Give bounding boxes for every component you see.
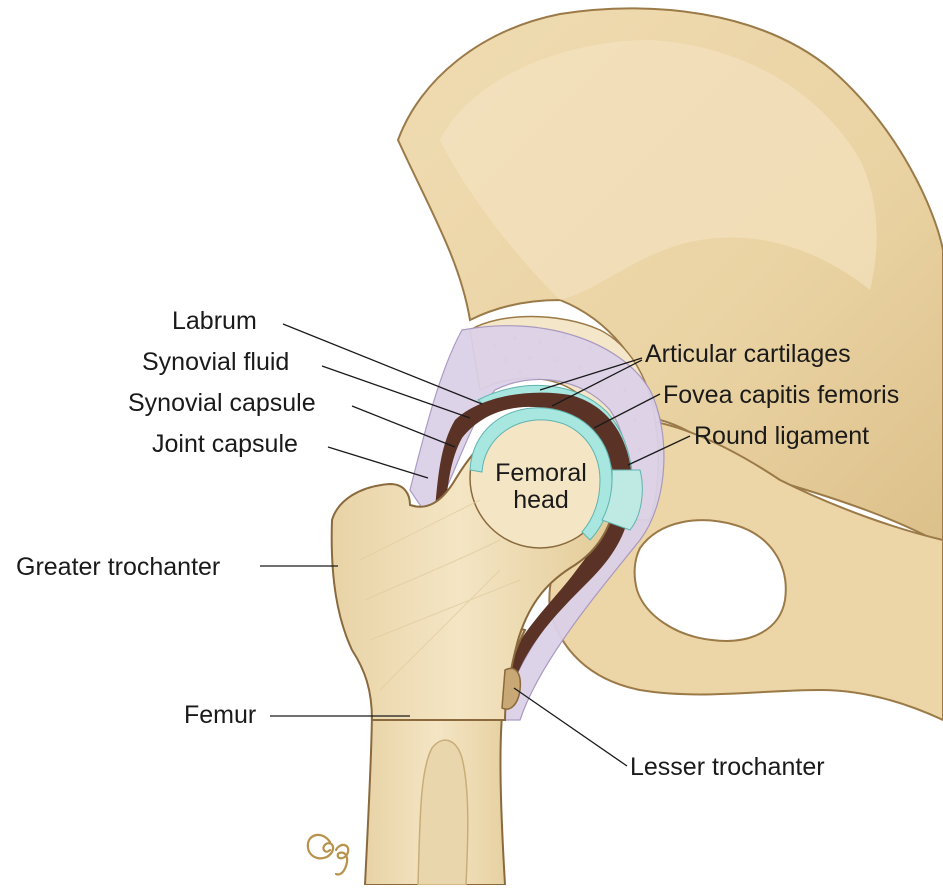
label-articular-cartilages: Articular cartilages <box>645 342 851 367</box>
label-femoral-head-line1: Femoral <box>476 460 606 487</box>
label-femoral-head-line2: head <box>476 487 606 514</box>
label-joint-capsule: Joint capsule <box>152 432 298 457</box>
artist-signature <box>300 820 370 880</box>
label-labrum: Labrum <box>172 309 257 334</box>
leader-joint-capsule <box>328 447 428 478</box>
label-fovea-capitis-femoris: Fovea capitis femoris <box>663 383 899 408</box>
label-round-ligament: Round ligament <box>694 424 869 449</box>
label-greater-trochanter: Greater trochanter <box>16 555 220 580</box>
label-lesser-trochanter: Lesser trochanter <box>630 755 825 780</box>
label-synovial-fluid: Synovial fluid <box>142 350 289 375</box>
label-femoral-head: Femoral head <box>476 460 606 514</box>
label-synovial-capsule: Synovial capsule <box>128 391 316 416</box>
label-femur: Femur <box>184 703 256 728</box>
leader-lesser-trochanter <box>514 688 627 766</box>
